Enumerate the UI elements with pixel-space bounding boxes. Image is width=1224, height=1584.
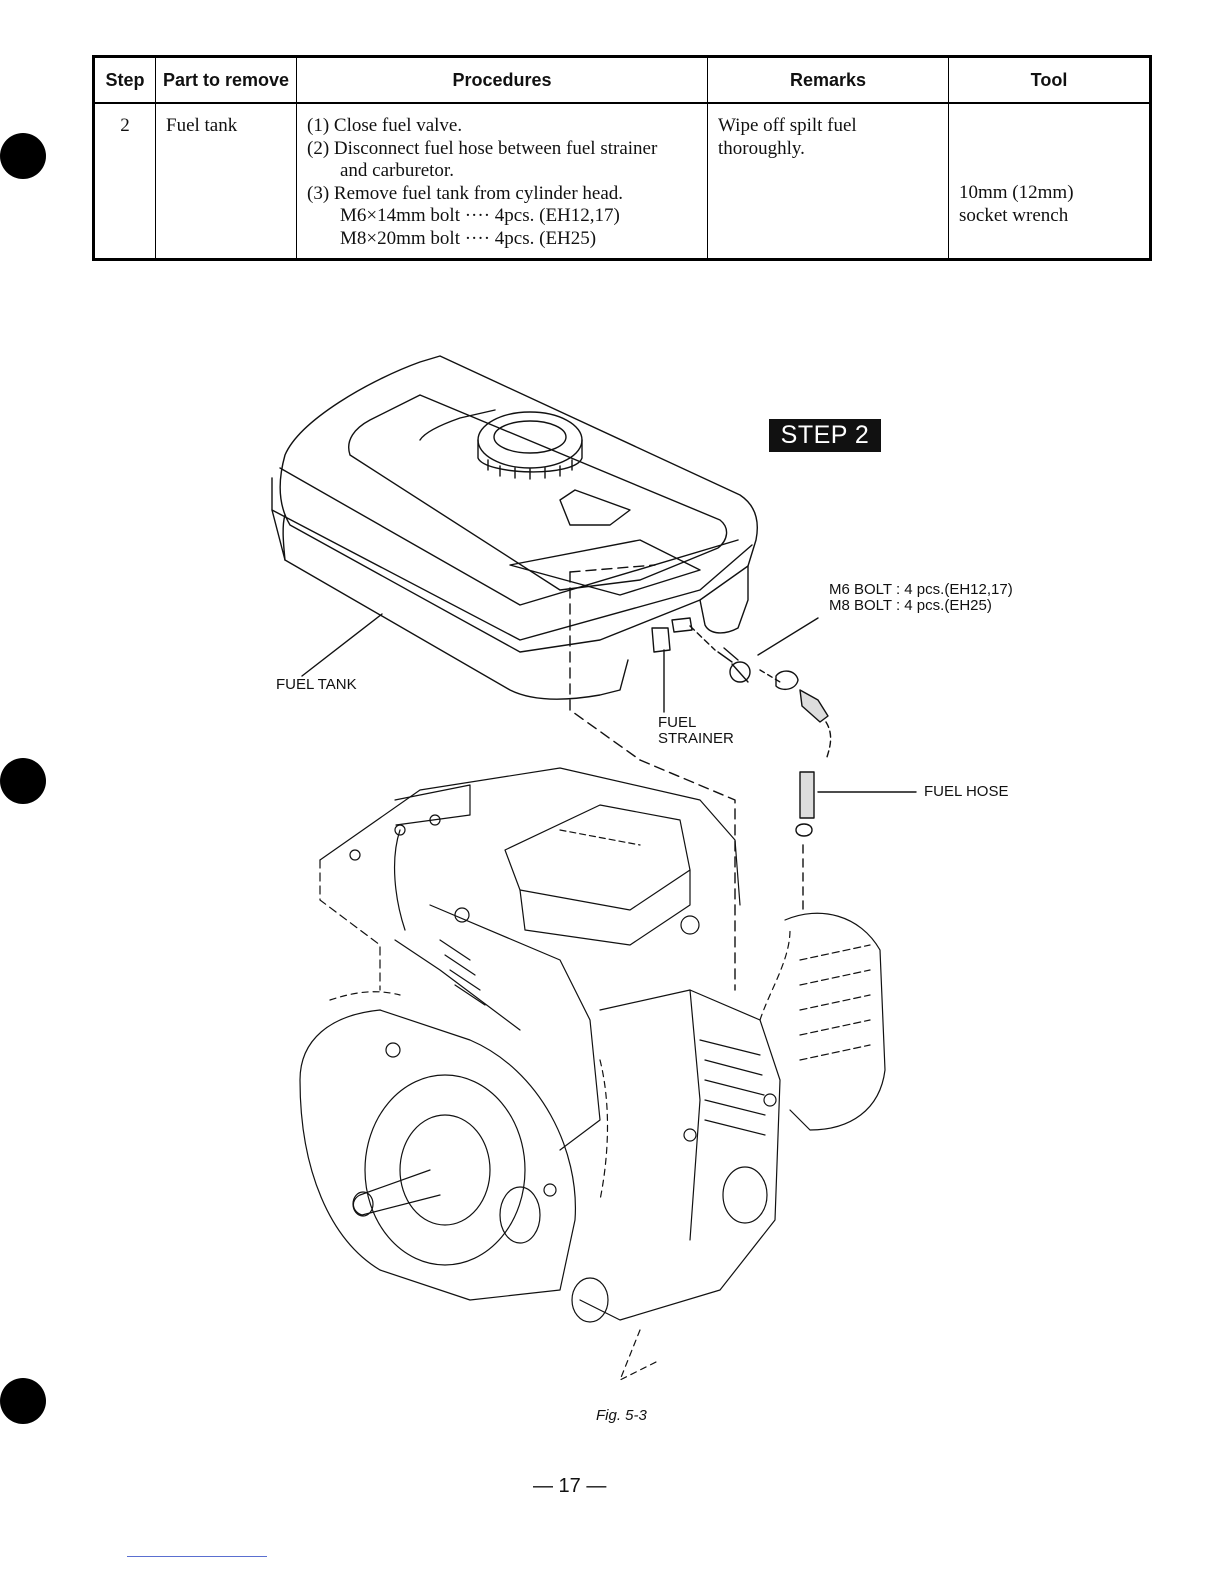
footer-rule (127, 1556, 267, 1557)
bolts-label-line1: M6 BOLT : 4 pcs.(EH12,17) (829, 581, 1013, 598)
step-number: 2 (93, 103, 156, 260)
procedure-line: and carburetor. (340, 160, 454, 181)
table-header-row: Step Part to remove Procedures Remarks T… (93, 56, 1151, 104)
header-step: Step (93, 56, 156, 104)
fuel-tank-label: FUEL TANK (276, 676, 357, 693)
part-to-remove: Fuel tank (155, 103, 297, 260)
engine-illustration (299, 767, 886, 1381)
procedure-line: M6×14mm bolt ···· 4pcs. (EH12,17) (340, 205, 620, 226)
fuel-strainer-label-line1: FUEL (658, 714, 697, 731)
figure-caption: Fig. 5-3 (596, 1407, 647, 1424)
fuel-hose-assembly (689, 625, 832, 916)
procedure-line: (1) Close fuel valve. (307, 115, 463, 136)
fuel-strainer-label-line2: STRAINER (658, 730, 734, 747)
procedure-line: (2) Disconnect fuel hose between fuel st… (307, 137, 658, 159)
punch-hole-top (0, 133, 46, 179)
punch-hole-middle (0, 758, 46, 804)
remark-line: thoroughly. (718, 137, 805, 159)
tool-cell: 10mm (12mm) socket wrench (948, 103, 1151, 260)
punch-hole-bottom (0, 1378, 46, 1424)
header-tool: Tool (948, 56, 1151, 104)
tool-line: 10mm (12mm) (959, 182, 1074, 203)
remarks-cell: Wipe off spilt fuel thoroughly. (707, 103, 949, 260)
tool-line: socket wrench (959, 204, 1069, 226)
step-badge: STEP 2 (769, 419, 881, 452)
remark-line: Wipe off spilt fuel (718, 115, 857, 136)
table-row: 2 Fuel tank (1) Close fuel valve. (2) Di… (93, 103, 1151, 260)
header-remarks: Remarks (707, 56, 949, 104)
header-part-to-remove: Part to remove (155, 56, 297, 104)
procedure-line: M8×20mm bolt ···· 4pcs. (EH25) (340, 227, 597, 249)
bolts-label-line2: M8 BOLT : 4 pcs.(EH25) (829, 597, 992, 614)
procedure-table: Step Part to remove Procedures Remarks T… (92, 55, 1152, 261)
fuel-tank-illustration (271, 355, 758, 700)
fuel-hose-label: FUEL HOSE (924, 783, 1009, 800)
procedure-line: (3) Remove fuel tank from cylinder head. (307, 182, 624, 204)
procedures-cell: (1) Close fuel valve. (2) Disconnect fue… (296, 103, 708, 260)
page-number: — 17 — (533, 1475, 607, 1497)
leader-lines (301, 564, 917, 991)
